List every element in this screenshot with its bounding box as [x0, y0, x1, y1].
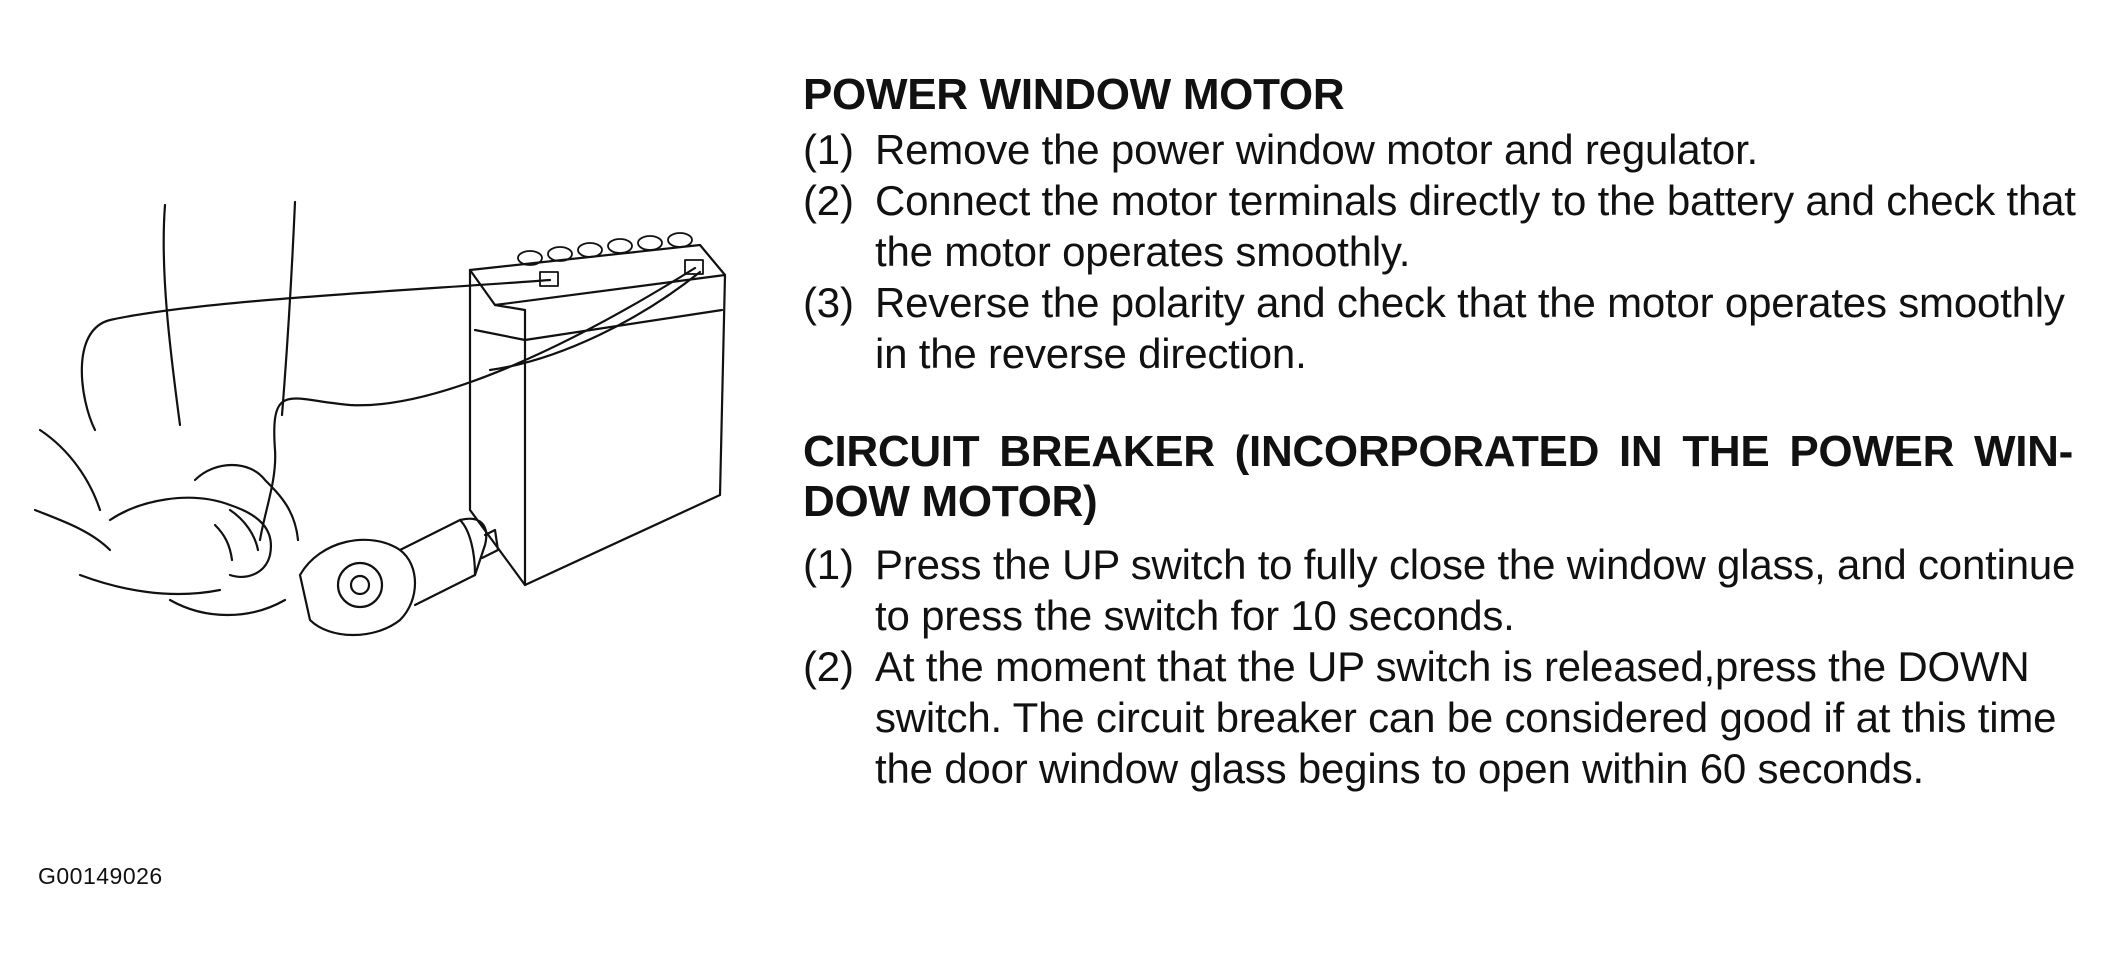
- list-item: (3) Reverse the polarity and check that …: [803, 277, 2093, 379]
- step-number: (2): [803, 177, 854, 224]
- power-window-motor-steps: (1) Remove the power window motor and re…: [803, 124, 2093, 379]
- battery-wires: [80, 266, 702, 542]
- list-item: (1) Remove the power window motor and re…: [803, 124, 2093, 175]
- arm-sleeves: [33, 200, 297, 552]
- step-number: (1): [803, 126, 854, 173]
- list-item: (2) At the moment that the UP switch is …: [803, 641, 2093, 794]
- battery-drawing: [468, 232, 727, 587]
- step-text: Connect the motor terminals directly to …: [875, 177, 2076, 275]
- step-number: (1): [803, 541, 854, 588]
- power-window-motor-heading: POWER WINDOW MOTOR: [803, 70, 1345, 119]
- step-number: (2): [803, 643, 854, 690]
- circuit-breaker-steps: (1) Press the UP switch to fully close t…: [803, 539, 2093, 794]
- circuit-breaker-heading: CIRCUIT BREAKER (INCORPORATED IN THE POW…: [803, 427, 2073, 526]
- step-text: At the moment that the UP switch is rele…: [875, 643, 2057, 792]
- step-number: (3): [803, 279, 854, 326]
- step-text: Reverse the polarity and check that the …: [875, 279, 2065, 377]
- list-item: (2) Connect the motor terminals directly…: [803, 175, 2093, 277]
- step-text: Remove the power window motor and regula…: [875, 126, 1759, 173]
- figure-id: G00149026: [38, 863, 163, 889]
- list-item: (1) Press the UP switch to fully close t…: [803, 539, 2093, 641]
- step-text: Press the UP switch to fully close the w…: [875, 541, 2076, 639]
- motor-battery-illustration: [33, 200, 727, 636]
- instructions-column: POWER WINDOW MOTOR (1) Remove the power …: [803, 70, 2093, 794]
- hands-drawing: [78, 463, 300, 617]
- motor-drawing: [298, 517, 500, 636]
